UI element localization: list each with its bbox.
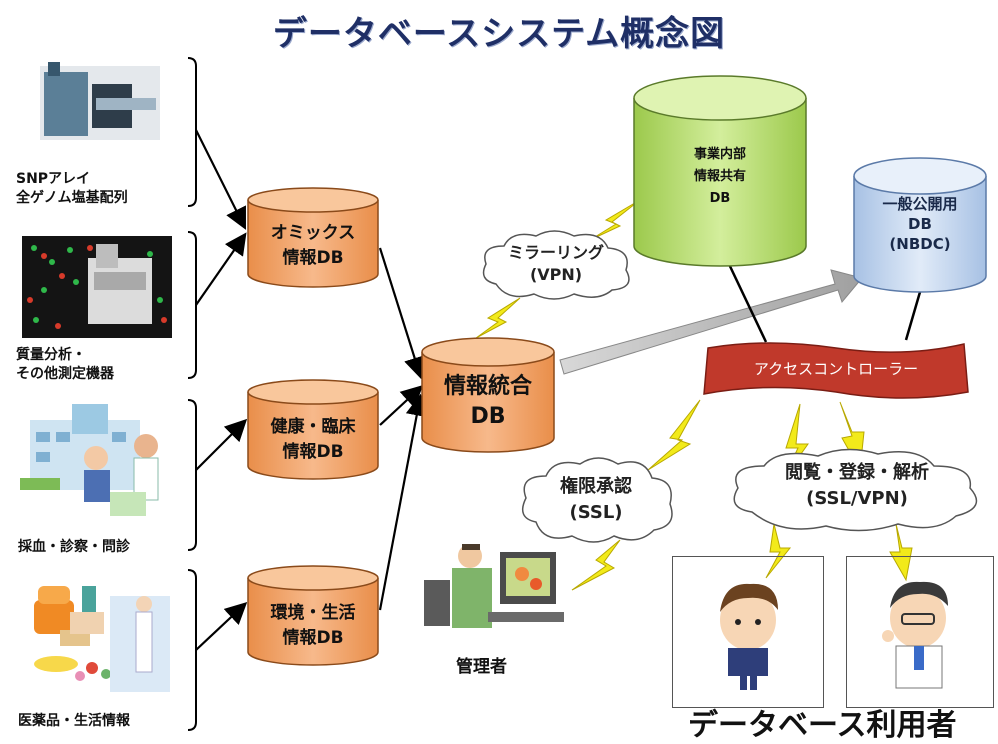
health-db-label: 健康・臨床 情報DB — [270, 417, 356, 462]
omics-db-label: オミックス 情報DB — [270, 223, 356, 268]
user-box-student — [672, 556, 824, 708]
authority-cloud-label: 権限承認 (SSL) — [560, 476, 632, 523]
source-arrows — [195, 129, 428, 651]
lightning-bolts — [475, 199, 913, 591]
user-doctor-icon — [882, 581, 948, 689]
browse-cloud: 閲覧・登録・解析 (SSL/VPN) — [722, 444, 992, 536]
source-label-medicine: 医薬品・生活情報 — [18, 713, 130, 729]
environment-db-label: 環境・生活 情報DB — [270, 603, 356, 648]
mirroring-cloud: ミラーリング (VPN) — [474, 226, 638, 304]
source-label-snp: SNPアレイ 全ゲノム塩基配列 — [16, 171, 128, 206]
access-controller: アクセスコントローラー — [698, 338, 974, 402]
mirroring-cloud-label: ミラーリング (VPN) — [507, 243, 604, 284]
admin-computer-icon — [424, 544, 564, 628]
admin-label: 管理者 — [456, 657, 507, 677]
user-student-icon — [720, 583, 778, 690]
integrated-db-label: 情報統合 DB — [443, 374, 532, 429]
environment-db: 環境・生活 情報DB — [246, 564, 380, 668]
omics-db: オミックス 情報DB — [246, 186, 380, 290]
controller-links — [726, 261, 922, 343]
internal-db-label: 事業内部 情報共有 DB — [693, 147, 746, 206]
publish-arrow — [559, 269, 863, 375]
health-db: 健康・臨床 情報DB — [246, 378, 380, 482]
diagram-title: データベースシステム概念図 — [272, 14, 726, 54]
public-db-label: 一般公開用 DB (NBDC) — [882, 195, 958, 253]
integrated-db: 情報統合 DB — [420, 336, 556, 456]
database-users-label: データベース利用者 — [688, 708, 957, 743]
source-label-clinical: 採血・診察・問診 — [18, 539, 130, 555]
public-db: 一般公開用 DB (NBDC) — [852, 156, 988, 294]
access-controller-label: アクセスコントローラー — [753, 360, 919, 378]
microarray-analyzer-icon — [22, 236, 172, 338]
authority-cloud: 権限承認 (SSL) — [514, 452, 678, 548]
sequencer-machine-icon — [40, 62, 160, 140]
user-box-doctor — [846, 556, 994, 708]
food-medicine-icon — [34, 586, 170, 692]
browse-cloud-label: 閲覧・登録・解析 (SSL/VPN) — [785, 462, 929, 509]
internal-db: 事業内部 情報共有 DB — [632, 74, 808, 268]
hospital-medical-icon — [20, 404, 159, 516]
source-label-mass-spec: 質量分析・ その他測定機器 — [16, 347, 114, 382]
source-brackets — [187, 57, 197, 731]
